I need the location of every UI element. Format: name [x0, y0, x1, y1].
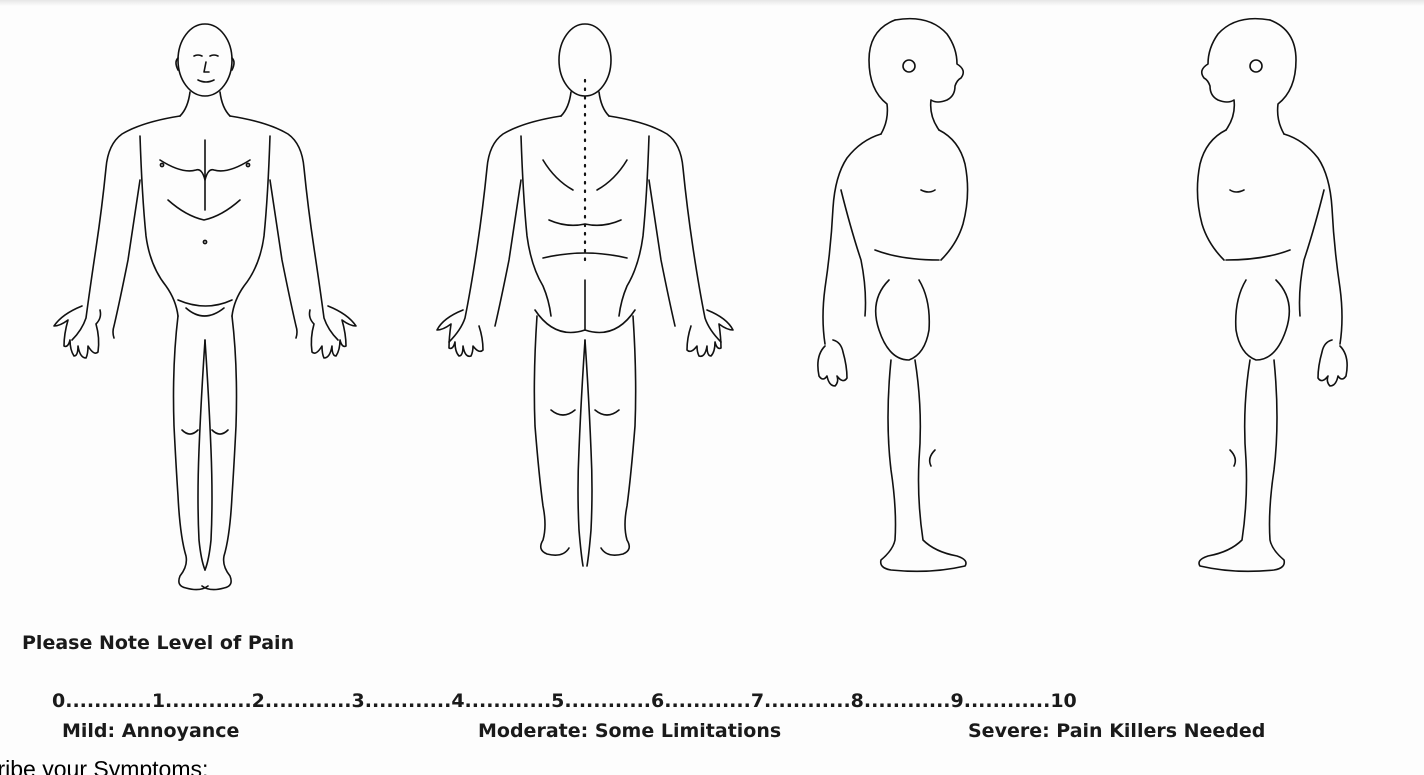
body-left-side-outline-icon [1140, 10, 1360, 605]
describe-symptoms-prompt: cribe your Symptoms: [0, 756, 208, 775]
body-right-side-outline-icon [805, 10, 1025, 605]
pain-scale-line: 0............1............2............3… [52, 690, 1077, 712]
pain-level-heading: Please Note Level of Pain [22, 632, 294, 654]
body-front-view[interactable] [40, 10, 360, 605]
pain-category-mild: Mild: Annoyance [62, 720, 239, 742]
pain-category-severe: Severe: Pain Killers Needed [968, 720, 1265, 742]
body-left-side-view[interactable] [1140, 10, 1360, 605]
body-front-outline-icon [40, 10, 360, 605]
body-right-side-view[interactable] [805, 10, 1025, 605]
body-diagram-figures [0, 0, 1424, 610]
pain-category-moderate: Moderate: Some Limitations [478, 720, 781, 742]
body-back-outline-icon [425, 10, 745, 605]
body-back-view[interactable] [425, 10, 745, 605]
